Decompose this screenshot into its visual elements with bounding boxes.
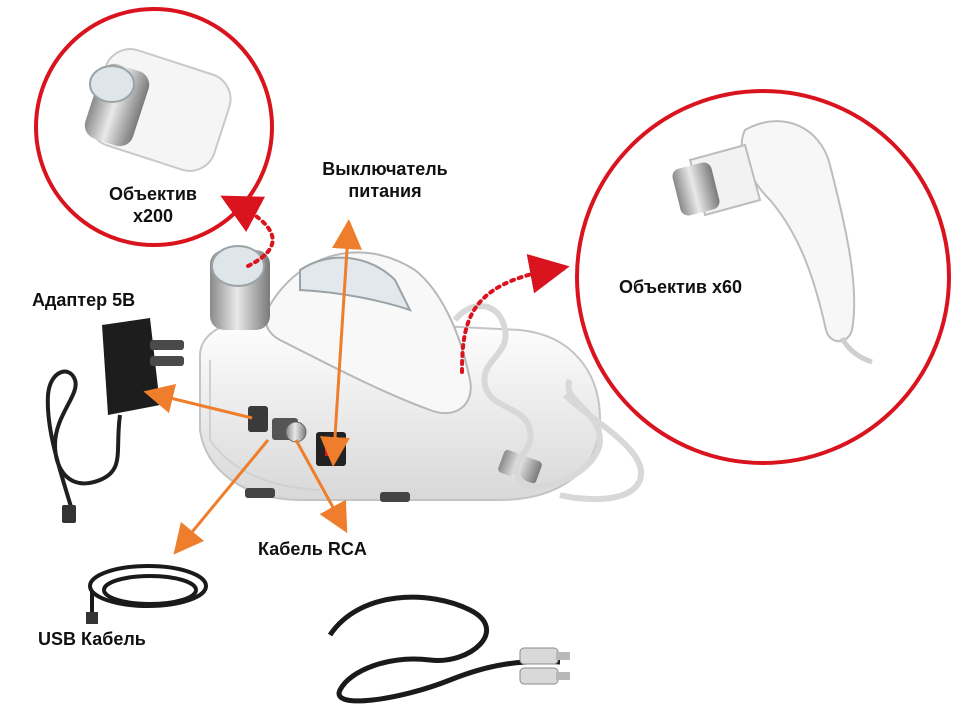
lens-x200-label-line2: x200	[132, 206, 174, 226]
power-switch-label: Выключатель питания	[302, 158, 468, 202]
lens-x60-connector	[460, 254, 570, 374]
rca-arrow	[294, 439, 348, 534]
lens-x200-label: Объектив x200	[93, 183, 213, 227]
adapter-arrow	[143, 383, 253, 420]
usb-arrow	[173, 439, 270, 555]
device-base-icon	[199, 245, 602, 502]
coiled-cable-icon	[452, 303, 645, 503]
usb-cable-label: USB Кабель	[38, 629, 146, 649]
lens-x60-label: Объектив x60	[619, 277, 743, 297]
lens-x200-connector	[220, 195, 275, 268]
power-switch-arrow	[319, 219, 363, 467]
lens-x200-icon	[84, 48, 232, 172]
rca-cable-icon	[327, 594, 570, 704]
adapter-label: Адаптер 5В	[32, 290, 136, 310]
lens-x60-callout-circle	[575, 89, 951, 465]
power-switch-label-line2: питания	[348, 181, 422, 201]
rca-cable-label: Кабель RCA	[258, 539, 367, 559]
power-switch-label-line1: Выключатель	[322, 159, 448, 179]
power-adapter-icon	[45, 318, 184, 523]
lens-x60-handpiece-icon	[672, 120, 873, 365]
lens-x200-label-line1: Объектив	[109, 184, 197, 204]
usb-cable-icon	[86, 564, 208, 624]
